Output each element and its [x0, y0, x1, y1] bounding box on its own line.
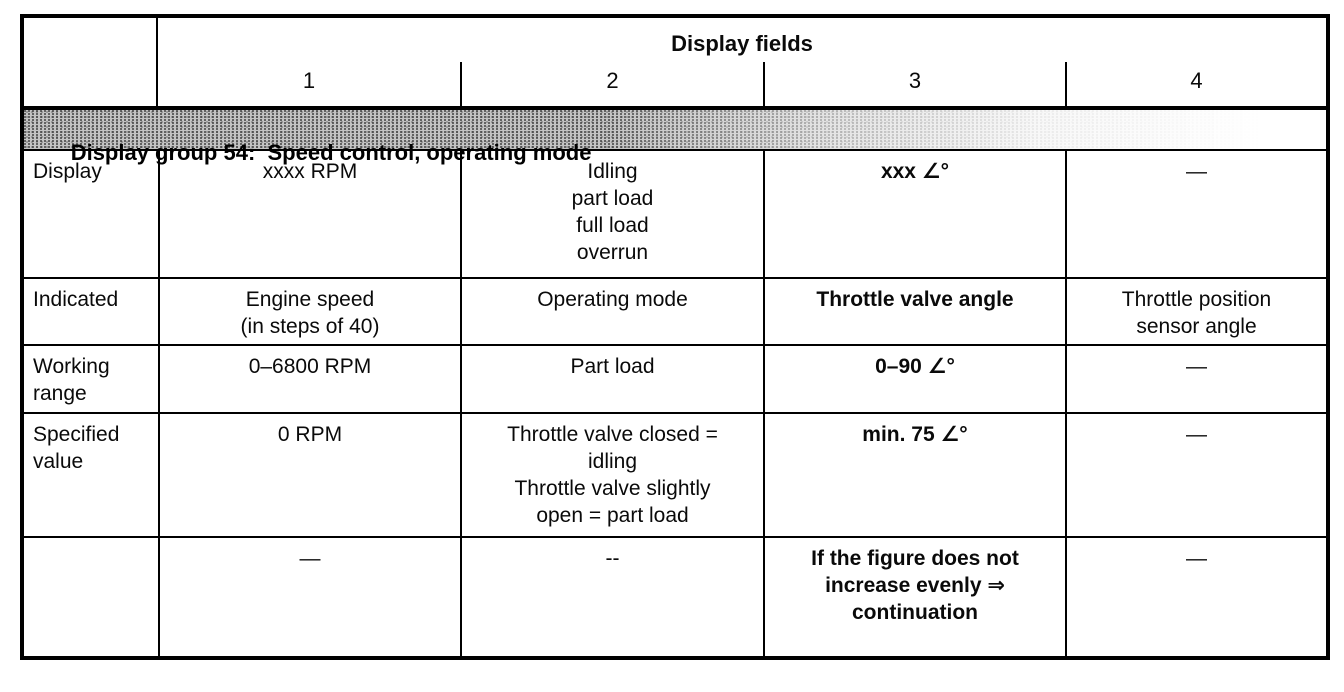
column-header-4: 4 [1065, 62, 1326, 106]
table-cell: If the figure does not increase evenly ⇒… [763, 536, 1065, 656]
row-label: Indicated [24, 277, 158, 344]
table-cell: — [1065, 151, 1326, 277]
header-corner-cell [24, 18, 158, 106]
table-cell: xxx ∠° [763, 151, 1065, 277]
display-group-table: Display fields 1 2 3 4 Display group 54:… [20, 14, 1330, 660]
table-cell: Operating mode [460, 277, 763, 344]
table-cell: — [1065, 536, 1326, 656]
table-cell: Engine speed (in steps of 40) [158, 277, 460, 344]
row-label: Specified value [24, 412, 158, 536]
table-cell: 0 RPM [158, 412, 460, 536]
table-cell: Throttle position sensor angle [1065, 277, 1326, 344]
column-header-2: 2 [460, 62, 763, 106]
table-cell: Part load [460, 344, 763, 412]
table-cell: 0–6800 RPM [158, 344, 460, 412]
row-label [24, 536, 158, 656]
table-cell: -- [460, 536, 763, 656]
column-header-1: 1 [302, 68, 316, 93]
table-cell: — [158, 536, 460, 656]
table-cell: — [1065, 344, 1326, 412]
table-cell: min. 75 ∠° [763, 412, 1065, 536]
table-cell: Throttle valve angle [763, 277, 1065, 344]
display-group-banner: Display group 54: Speed control, operati… [24, 106, 1326, 165]
column-header-3: 3 [763, 62, 1065, 106]
table-cell: xxxx RPM [158, 151, 460, 277]
table-title: Display fields [671, 31, 813, 56]
table-cell: 0–90 ∠° [763, 344, 1065, 412]
table-cell: Idling part load full load overrun [460, 151, 763, 277]
display-group-banner-text: Display group 54: Speed control, operati… [70, 140, 592, 165]
row-label: Working range [24, 344, 158, 412]
table-cell: Throttle valve closed = idling Throttle … [460, 412, 763, 536]
table-cell: — [1065, 412, 1326, 536]
